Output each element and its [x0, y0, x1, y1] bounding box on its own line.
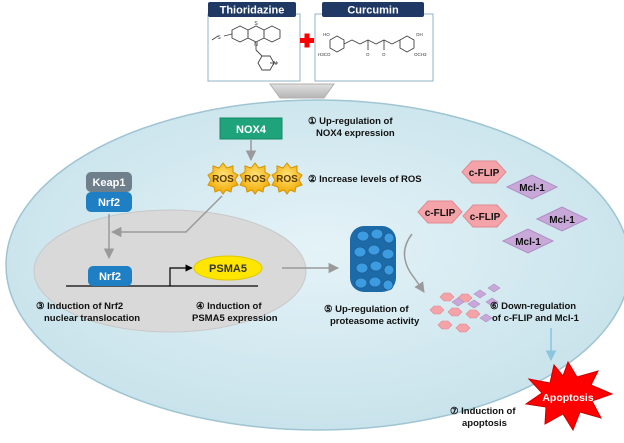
apoptosis-node: Apoptosis [524, 360, 614, 432]
apoptosis-label: Apoptosis [542, 392, 593, 404]
step-5-line-1: ⑤ Up-regulation of [324, 304, 409, 315]
thio-n-label-1: N [254, 42, 258, 48]
mcl1-node-b: Mcl-1 [535, 206, 589, 232]
cflip-node-right: c-FLIP [462, 204, 508, 228]
curcumin-structure [329, 35, 415, 53]
step-1-line-1: ① Up-regulation of [308, 116, 393, 127]
curcumin-label: Curcumin [347, 5, 399, 17]
step-2-line-1: ② Increase levels of ROS [308, 174, 422, 185]
cflip-label-top: c-FLIP [469, 168, 500, 179]
cflip-node-left: c-FLIP [417, 200, 463, 224]
step-captions: ① Up-regulation of NOX4 expression ② Inc… [36, 116, 580, 429]
thioridazine-label: Thioridazine [220, 5, 285, 17]
nrf2-cyto-label: Nrf2 [98, 197, 120, 209]
psma5-node: PSMA5 [193, 255, 263, 281]
degraded-fragments [429, 283, 501, 333]
nrf2-nuc-label: Nrf2 [99, 271, 121, 283]
step-3-line-2: nuclear translocation [44, 313, 140, 324]
curc-ome-label-1: H3CO [318, 52, 331, 57]
thioridazine-structure [211, 25, 281, 71]
nox4-node: NOX4 [219, 117, 283, 140]
proteasome-icon [350, 226, 396, 292]
ros-label-3: ROS [276, 174, 298, 185]
step-6-line-2: of c-FLIP and Mcl-1 [492, 313, 580, 324]
ros-node-3: ROS [271, 162, 303, 195]
curc-oh-label-1: HO [323, 32, 330, 37]
step-7-line-1: ⑦ Induction of [450, 406, 516, 417]
nrf2-nuclear-node: Nrf2 [88, 266, 132, 286]
transcription-arrow [169, 264, 193, 286]
mcl1-label-a: Mcl-1 [519, 183, 545, 194]
cflip-label-left: c-FLIP [425, 208, 456, 219]
cflip-label-right: c-FLIP [470, 212, 501, 223]
mcl1-label-c: Mcl-1 [515, 237, 541, 248]
ros-label-2: ROS [244, 174, 266, 185]
step-4-line-1: ④ Induction of [196, 301, 262, 312]
step-3-line-1: ③ Induction of Nrf2 [36, 301, 123, 312]
ros-to-nrf2-arrow [110, 195, 223, 238]
ros-node-2: ROS [239, 162, 271, 195]
step-1-line-2: NOX4 expression [316, 128, 395, 139]
thio-n-label-2: N [273, 61, 277, 67]
psma5-label: PSMA5 [209, 263, 247, 275]
mcl1-label-b: Mcl-1 [549, 215, 575, 226]
ros-label-1: ROS [212, 174, 234, 185]
entry-funnel [269, 83, 335, 99]
cell-body [5, 99, 624, 431]
curc-o-label-2: O [382, 52, 386, 57]
curc-oh-label-2: OH [416, 32, 423, 37]
curc-o-label-1: O [366, 52, 370, 57]
nox4-label: NOX4 [236, 124, 267, 136]
step-7-line-2: apoptosis [462, 418, 507, 429]
mcl1-node-a: Mcl-1 [505, 174, 559, 200]
thio-s-label-1: S [217, 35, 221, 41]
curcumin-panel: Curcumin HO H3CO OH OCH3 O O [314, 2, 434, 82]
curc-ome-label-2: OCH3 [414, 52, 427, 57]
thio-s-label-2: S [254, 21, 258, 27]
ros-cluster: ROS ROS ROS [207, 162, 303, 195]
keap1-label: Keap1 [92, 177, 125, 189]
cflip-node-top: c-FLIP [461, 160, 507, 184]
step-6-line-1: ⑥ Down-regulation [490, 301, 576, 312]
step-4-line-2: PSMA5 expression [192, 313, 278, 324]
ros-node-1: ROS [207, 162, 239, 195]
thioridazine-panel: Thioridazine S S N N [207, 2, 301, 82]
step-5-line-2: proteasome activity [330, 316, 420, 327]
degradation-arrow [403, 233, 425, 293]
plus-icon [300, 33, 314, 48]
mcl1-node-c: Mcl-1 [501, 228, 555, 254]
keap1-nrf2-complex: Keap1 Nrf2 [86, 172, 132, 212]
